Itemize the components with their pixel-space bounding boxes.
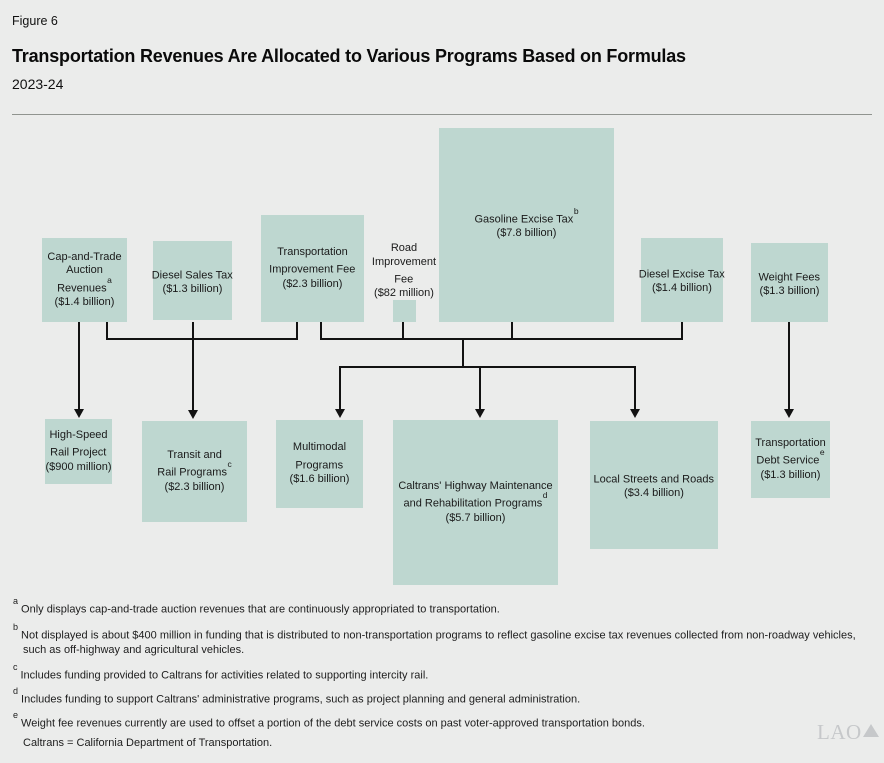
connector-line	[320, 338, 683, 340]
box-amount: ($1.6 billion)	[289, 473, 350, 486]
connector-line	[681, 322, 683, 340]
program-box-high-speed-rail: High-Speed Rail Project ($900 million)	[45, 419, 112, 484]
footnote-marker: c	[227, 459, 232, 470]
box-label: Multimodal Programs	[292, 441, 347, 472]
box-amount: ($2.3 billion)	[282, 277, 343, 290]
footnote-a: aOnly displays cap-and-trade auction rev…	[13, 596, 879, 617]
box-amount: ($1.4 billion)	[54, 295, 115, 308]
connector-line	[634, 366, 636, 410]
connector-line	[788, 322, 790, 410]
figure-number: Figure 6	[12, 14, 58, 28]
arrowhead-icon	[74, 409, 84, 418]
program-box-multimodal: Multimodal Programs ($1.6 billion)	[276, 420, 363, 508]
footnote-b: bNot displayed is about $400 million in …	[13, 622, 879, 657]
footnote-text: Only displays cap-and-trade auction reve…	[21, 603, 500, 616]
header-divider	[12, 114, 872, 115]
revenue-label-road-improvement-fee: Road Improvement Fee ($82 million)	[366, 242, 442, 301]
footnote-letter: a	[13, 596, 19, 606]
connector-line	[192, 322, 194, 411]
footnote-text: Includes funding provided to Caltrans fo…	[20, 669, 429, 682]
connector-line	[320, 322, 322, 340]
footnote-letter: d	[13, 686, 19, 696]
box-label: Transit and Rail Programs	[157, 448, 227, 480]
revenue-box-cap-and-trade: Cap-and-Trade Auction Revenuesa ($1.4 bi…	[42, 238, 127, 322]
connector-line	[479, 366, 481, 410]
footnote-marker: a	[107, 274, 112, 285]
lao-logo-text: LAO	[817, 720, 862, 744]
revenue-box-weight-fees: Weight Fees ($1.3 billion)	[751, 243, 828, 322]
arrowhead-icon	[475, 409, 485, 418]
footnote-text: Not displayed is about $400 million in f…	[21, 629, 856, 656]
revenue-box-diesel-sales-tax: Diesel Sales Tax ($1.3 billion)	[151, 241, 233, 320]
program-box-local-streets-and-roads: Local Streets and Roads ($3.4 billion)	[590, 421, 718, 549]
connector-line	[296, 322, 298, 340]
arrowhead-icon	[784, 409, 794, 418]
box-amount: ($1.3 billion)	[760, 468, 821, 481]
footnote-marker: d	[542, 490, 548, 501]
caltrans-definition: Caltrans = California Department of Tran…	[23, 737, 273, 749]
arrowhead-icon	[188, 410, 198, 419]
box-amount: ($900 million)	[45, 460, 112, 473]
revenue-box-diesel-excise-tax: Diesel Excise Tax ($1.4 billion)	[638, 238, 725, 322]
box-amount: ($3.4 billion)	[624, 487, 684, 500]
connector-line	[339, 366, 636, 368]
footnote-marker: e	[819, 447, 825, 458]
box-label: Caltrans' Highway Maintenance and Rehabi…	[398, 479, 553, 511]
lao-logo: LAO	[817, 720, 879, 745]
arrowhead-icon	[335, 409, 345, 418]
program-box-transportation-debt-service: Transportation Debt Servicee ($1.3 billi…	[751, 421, 830, 498]
box-label: Cap-and-Trade Auction Revenues	[47, 250, 122, 295]
footnote-letter: b	[13, 622, 19, 632]
program-box-caltrans-highway-maintenance: Caltrans' Highway Maintenance and Rehabi…	[393, 420, 558, 585]
box-amount: ($82 million)	[374, 287, 434, 300]
box-label: Transportation Improvement Fee	[269, 245, 356, 277]
box-amount: ($7.8 billion)	[496, 227, 557, 240]
connector-line	[462, 338, 464, 368]
lao-logo-glyph-icon	[862, 724, 879, 737]
connector-line	[402, 322, 404, 340]
footnote-letter: e	[13, 710, 19, 720]
footnote-text: Weight fee revenues currently are used t…	[21, 717, 645, 730]
footnote-d: dIncludes funding to support Caltrans' a…	[13, 686, 879, 707]
box-label: Weight Fees	[758, 271, 821, 284]
footnote-text: Includes funding to support Caltrans' ad…	[21, 693, 581, 706]
box-label: Transportation Debt Service	[755, 436, 826, 468]
program-box-transit-and-rail: Transit and Rail Programsc ($2.3 billion…	[142, 421, 247, 522]
arrowhead-icon	[630, 409, 640, 418]
box-amount: ($1.3 billion)	[759, 284, 820, 297]
box-amount: ($1.4 billion)	[652, 282, 712, 295]
revenue-box-transportation-improvement-fee: Transportation Improvement Fee ($2.3 bil…	[261, 215, 364, 322]
box-label: Local Streets and Roads	[593, 473, 714, 486]
connector-line	[339, 366, 341, 410]
fiscal-year-subtitle: 2023-24	[12, 76, 64, 92]
footnote-e: eWeight fee revenues currently are used …	[13, 710, 879, 731]
revenue-box-gasoline-excise-tax: Gasoline Excise Taxb ($7.8 billion)	[439, 128, 614, 322]
box-amount: ($1.3 billion)	[162, 282, 223, 295]
page-title: Transportation Revenues Are Allocated to…	[12, 46, 686, 66]
revenue-box-road-improvement-fee	[393, 300, 416, 322]
connector-line	[511, 322, 513, 340]
connector-line	[78, 322, 80, 410]
footnote-marker: b	[573, 206, 579, 217]
connector-line	[106, 322, 108, 340]
box-label: High-Speed Rail Project	[49, 428, 108, 460]
box-amount: ($2.3 billion)	[164, 480, 225, 493]
box-label: Diesel Excise Tax	[638, 268, 725, 281]
box-label: Gasoline Excise Tax	[474, 213, 574, 226]
footnote-letter: c	[13, 662, 18, 672]
connector-line	[106, 338, 298, 340]
box-label: Diesel Sales Tax	[151, 269, 233, 282]
footnote-c: cIncludes funding provided to Caltrans f…	[13, 662, 879, 683]
box-amount: ($5.7 billion)	[445, 511, 506, 524]
box-label: Road Improvement Fee	[371, 242, 437, 286]
